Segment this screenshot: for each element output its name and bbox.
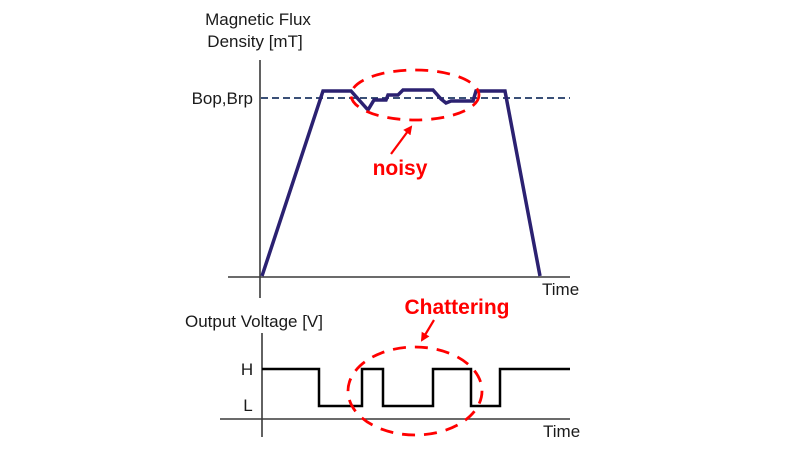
noisy-label: noisy: [373, 157, 428, 180]
flux-chart: Magnetic Flux Density [mT] Bop,Brp noisy…: [192, 10, 580, 299]
chattering-label: Chattering: [405, 296, 510, 319]
flux-time-label: Time: [542, 280, 579, 299]
flux-chart-title-line2: Density [mT]: [207, 32, 302, 51]
noisy-arrow: [390, 125, 413, 155]
noisy-ellipse: [349, 68, 481, 122]
voltage-chart: Output Voltage [V] H L Chattering Time: [185, 296, 580, 441]
flux-curve: [260, 88, 542, 277]
voltage-waveform: [262, 367, 570, 408]
voltage-chart-title: Output Voltage [V]: [185, 312, 323, 331]
threshold-label: Bop,Brp: [192, 89, 253, 108]
high-level-label: H: [241, 360, 253, 379]
voltage-time-label: Time: [543, 422, 580, 441]
chattering-arrow: [420, 319, 435, 342]
chattering-ellipse: [346, 345, 484, 437]
low-level-label: L: [243, 396, 252, 415]
flux-chart-title-line1: Magnetic Flux: [205, 10, 311, 29]
